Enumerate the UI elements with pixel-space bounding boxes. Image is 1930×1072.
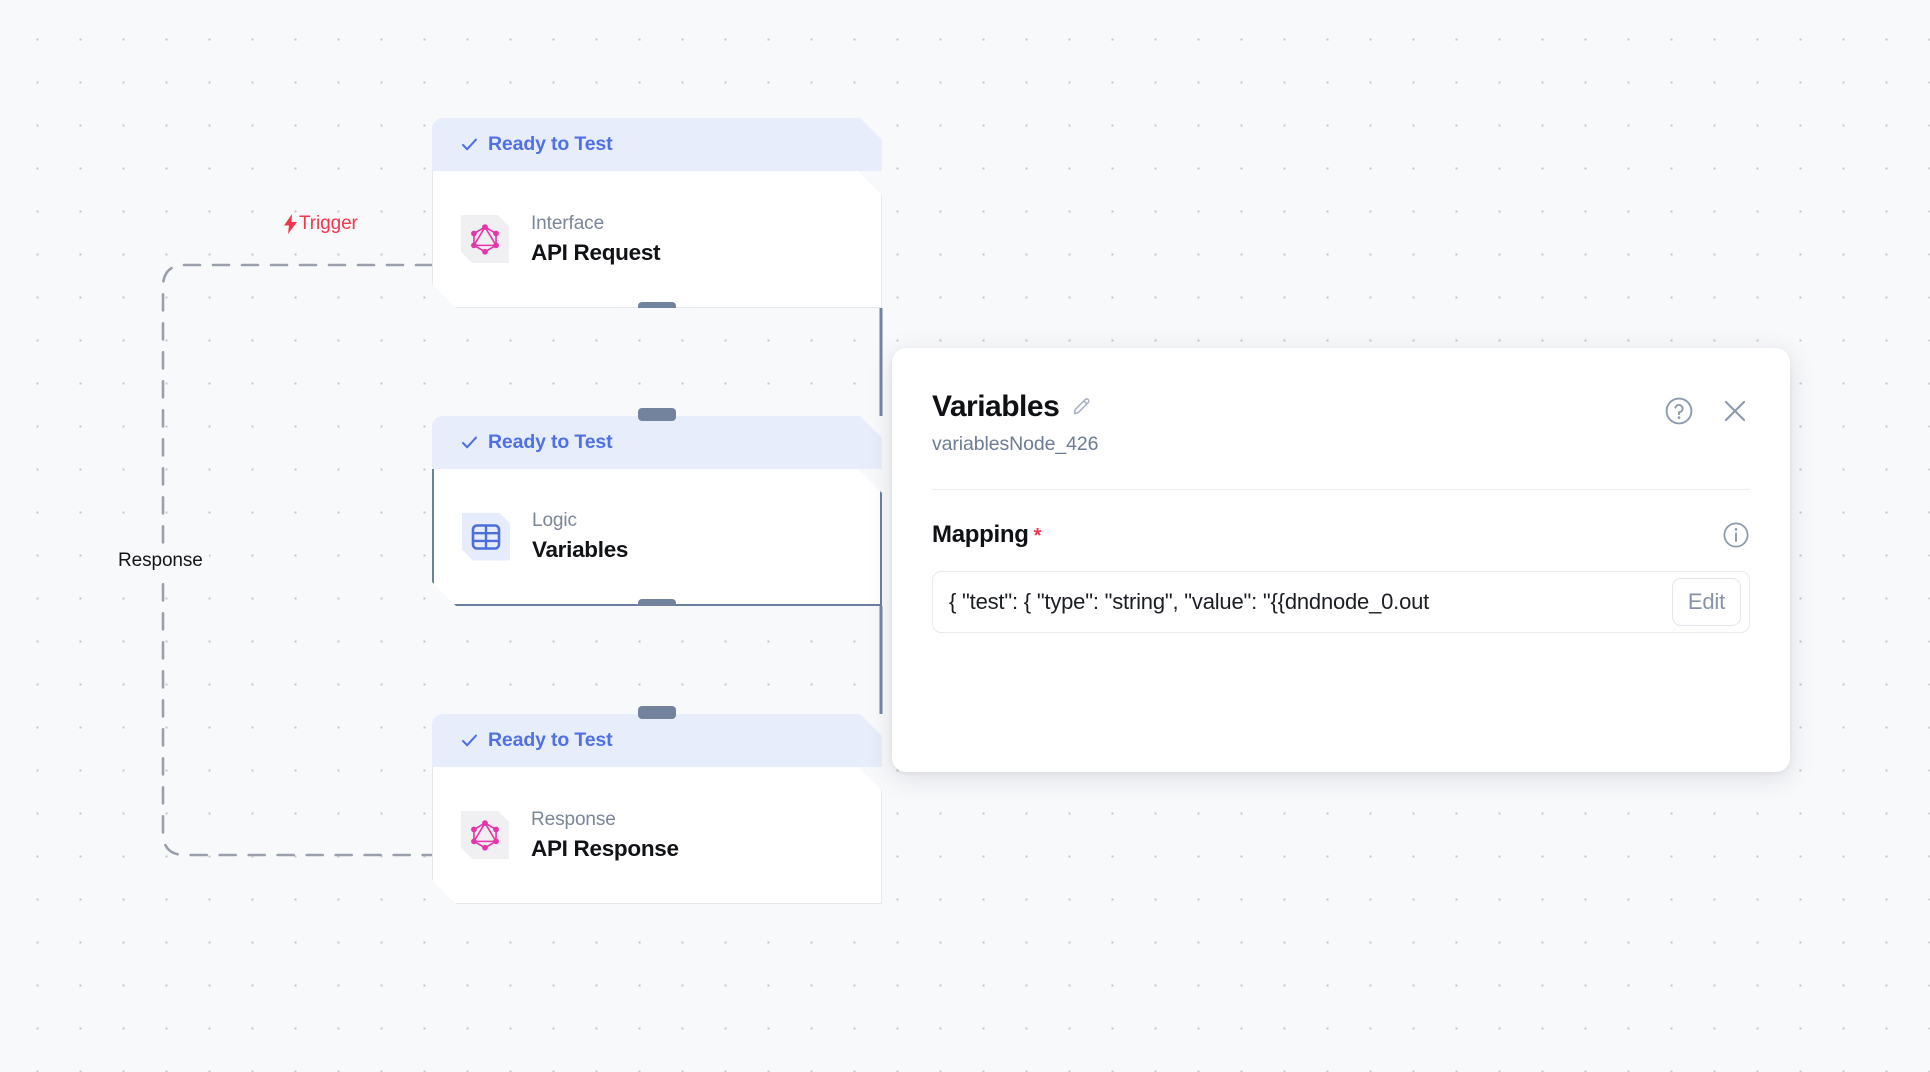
node-status-text: Ready to Test xyxy=(488,431,613,453)
panel-actions xyxy=(1664,396,1750,426)
node-column: Ready to Test xyxy=(432,118,882,904)
node-api-response[interactable]: Ready to Test xyxy=(432,706,882,904)
node-text: Response API Response xyxy=(531,809,679,862)
mapping-edit-button[interactable]: Edit xyxy=(1671,578,1741,626)
node-body[interactable]: Interface API Request xyxy=(432,171,882,308)
check-icon xyxy=(461,138,478,151)
panel-header: Variables variablesNode_426 xyxy=(932,390,1750,456)
node-title-label: API Request xyxy=(531,239,661,265)
panel-title-block: Variables variablesNode_426 xyxy=(932,390,1098,456)
lightning-bolt-icon xyxy=(284,214,297,234)
node-status-bar: Ready to Test xyxy=(432,706,882,767)
node-properties-panel: Variables variablesNode_426 xyxy=(892,348,1790,772)
graphql-icon xyxy=(461,215,509,263)
mapping-label-text: Mapping xyxy=(932,521,1029,548)
panel-title: Variables xyxy=(932,390,1060,423)
panel-title-line: Variables xyxy=(932,390,1098,424)
check-icon xyxy=(461,436,478,449)
node-kind-label: Interface xyxy=(531,212,605,234)
node-kind-label: Response xyxy=(531,808,616,830)
required-marker: * xyxy=(1033,525,1042,547)
node-text: Logic Variables xyxy=(532,510,628,563)
pencil-icon[interactable] xyxy=(1070,396,1092,418)
mapping-value-text: { "test": { "type": "string", "value": "… xyxy=(949,589,1430,614)
node-title-label: Variables xyxy=(532,537,629,562)
node-variables[interactable]: Ready to Test Logic Variables xyxy=(432,408,882,606)
node-status-text: Ready to Test xyxy=(488,133,613,155)
panel-subtitle: variablesNode_426 xyxy=(932,433,1099,455)
node-status-text: Ready to Test xyxy=(488,729,613,751)
mapping-input-field[interactable]: { "test": { "type": "string", "value": "… xyxy=(932,571,1750,633)
help-circle-icon[interactable] xyxy=(1664,396,1694,426)
close-icon[interactable] xyxy=(1720,396,1750,426)
node-status-bar: Ready to Test xyxy=(432,118,882,171)
check-icon xyxy=(461,734,478,747)
table-grid-icon xyxy=(462,513,510,561)
mapping-label-row: Mapping * xyxy=(932,521,1750,549)
edge-request-to-variables xyxy=(879,308,882,416)
node-body[interactable]: Response API Response xyxy=(432,767,882,904)
trigger-edge-label: Trigger xyxy=(283,213,358,235)
node-output-handle[interactable] xyxy=(638,599,676,612)
edge-variables-to-response xyxy=(879,606,882,714)
node-title-label: API Response xyxy=(531,835,679,861)
graphql-icon xyxy=(461,811,509,859)
node-kind-label: Logic xyxy=(532,510,577,531)
node-input-handle[interactable] xyxy=(638,706,676,719)
node-body[interactable]: Logic Variables xyxy=(432,469,882,606)
response-edge-label: Response xyxy=(112,548,209,574)
node-input-handle[interactable] xyxy=(638,408,676,421)
mapping-label: Mapping * xyxy=(932,521,1041,549)
node-status-bar: Ready to Test xyxy=(432,408,882,469)
trigger-label-text: Trigger xyxy=(299,213,358,234)
node-api-request[interactable]: Ready to Test xyxy=(432,118,882,308)
info-circle-icon[interactable] xyxy=(1722,521,1750,549)
panel-divider xyxy=(932,489,1750,490)
node-output-handle[interactable] xyxy=(638,302,676,315)
node-text: Interface API Request xyxy=(531,213,660,266)
